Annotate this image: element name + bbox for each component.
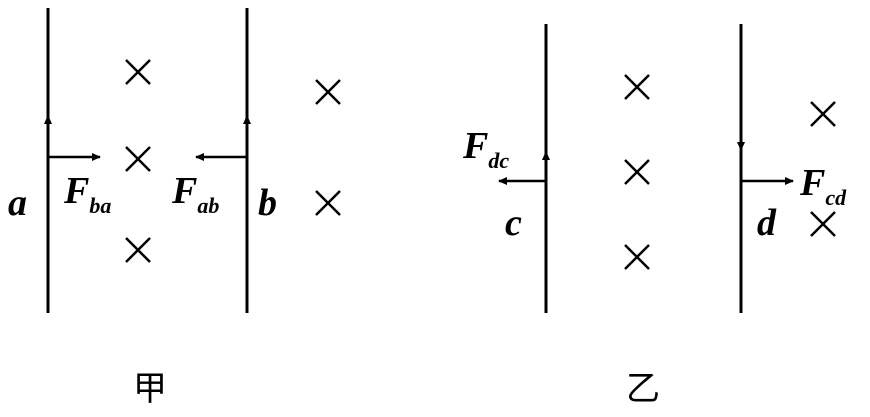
field-cross [624,244,650,270]
field-cross [315,190,341,216]
force-label-ab: Fab [171,170,219,218]
field-cross [810,101,836,127]
field-cross [624,74,650,100]
wire-label-a: a [8,182,27,224]
field-cross [125,237,151,263]
field-cross [125,59,151,85]
field-cross [624,159,650,185]
figure-right: c d Fdc Fcd 乙 [462,24,847,409]
force-label-cd: Fcd [799,162,847,210]
force-label-dc: Fdc [462,125,509,173]
force-label-ba: Fba [63,170,111,218]
caption-right: 乙 [626,369,660,409]
field-cross [315,79,341,105]
field-cross [810,211,836,237]
caption-left: 甲 [133,369,167,409]
field-cross [125,146,151,172]
wire-label-d: d [757,202,777,244]
wire-label-c: c [505,202,522,244]
figure-left: a b Fba Fab 甲 [8,8,341,409]
wire-label-b: b [258,182,277,224]
